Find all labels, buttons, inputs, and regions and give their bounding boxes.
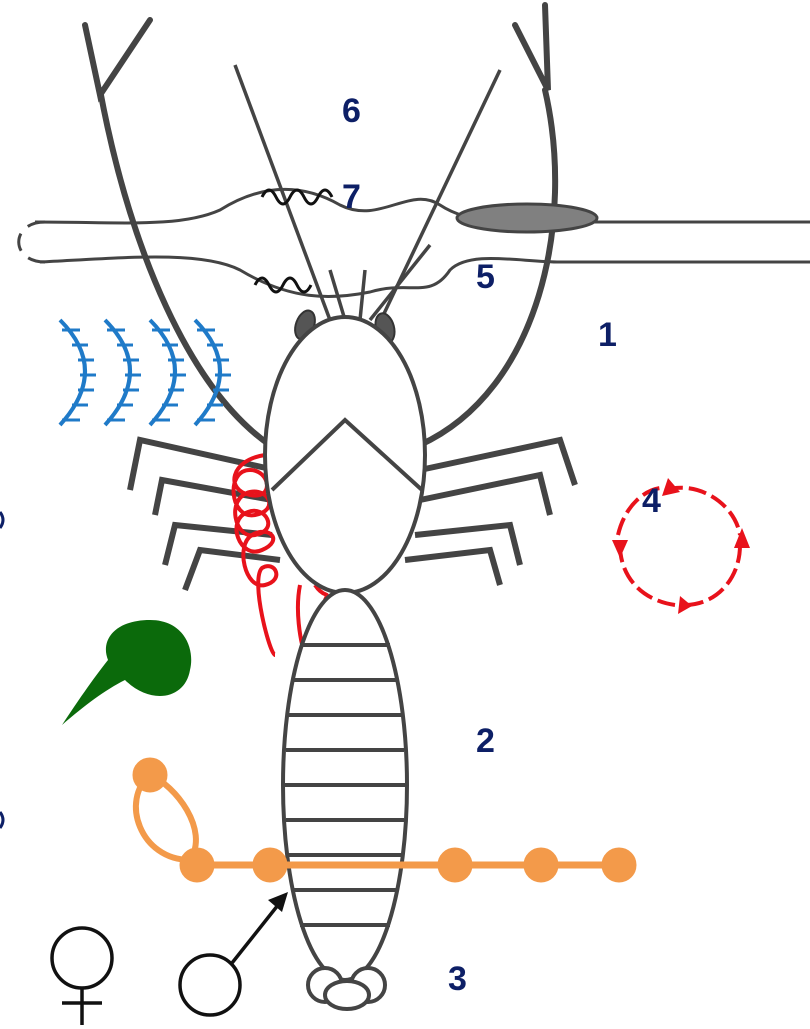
label-5: 5	[476, 258, 495, 296]
label-6: 6	[342, 92, 361, 130]
left-edge-marks	[0, 512, 3, 828]
female-symbol-icon	[52, 928, 112, 1025]
label-7: 7	[342, 178, 361, 216]
male-symbol-icon	[180, 892, 288, 1015]
label-3: 3	[448, 960, 467, 998]
cycle-arrows-icon	[612, 478, 750, 614]
green-blob	[62, 620, 191, 725]
abdomen	[283, 590, 407, 980]
label-1: 1	[598, 316, 617, 354]
black-squiggles	[255, 190, 332, 292]
cephalothorax	[265, 317, 425, 593]
label-2: 2	[476, 722, 495, 760]
label-4: 4	[642, 482, 661, 520]
gray-oval	[457, 204, 597, 232]
